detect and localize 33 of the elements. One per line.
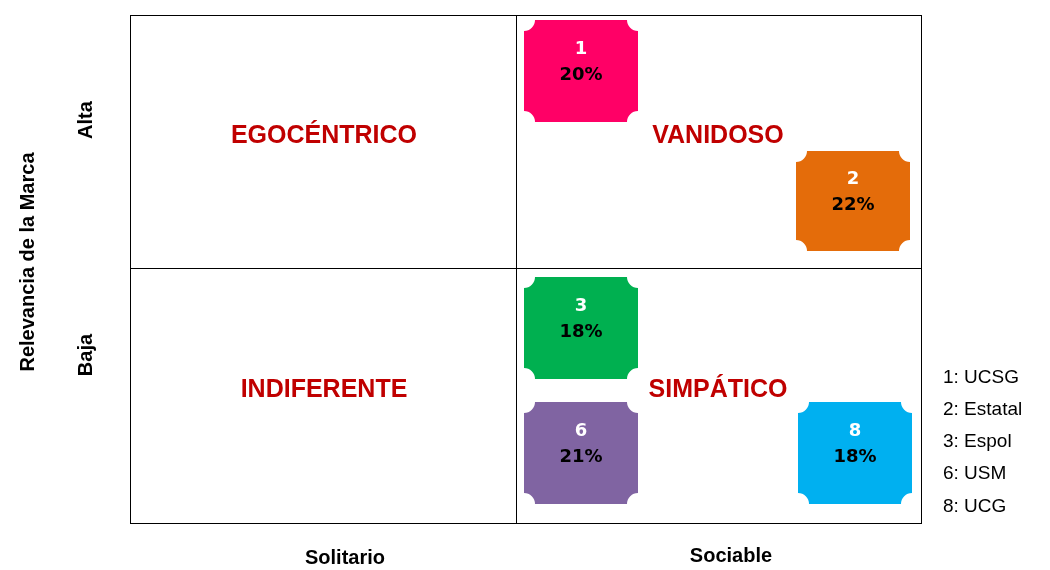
percentage-value: 20% xyxy=(558,63,604,84)
quadrant-cell xyxy=(130,268,518,524)
key-entry: 2: Estatal xyxy=(943,398,1023,420)
axis-label: Alta xyxy=(73,101,97,139)
axis-label: Sociable xyxy=(689,543,773,567)
quadrant-cell xyxy=(516,15,922,270)
quadrant-title: EGOCÉNTRICO xyxy=(230,119,418,149)
percentage-value: 21% xyxy=(558,445,604,466)
quadrant-cell xyxy=(130,15,518,270)
quadrant-cell xyxy=(516,268,922,524)
axis-label: Solitario xyxy=(305,545,385,569)
key-entry: 6: USM xyxy=(943,462,1007,484)
quadrant-title: VANIDOSO xyxy=(652,119,784,149)
rank-number: 1 xyxy=(573,37,589,58)
rank-badge xyxy=(524,20,638,122)
percentage-value: 18% xyxy=(558,320,604,341)
axis-title: Relevancia de la Marca xyxy=(15,152,39,372)
rank-badge xyxy=(798,402,912,504)
percentage-value: 22% xyxy=(830,193,876,214)
rank-badge xyxy=(796,151,910,251)
quadrant-title: SIMPÁTICO xyxy=(648,373,788,403)
key-entry: 3: Espol xyxy=(943,430,1012,452)
quadrant-title: INDIFERENTE xyxy=(240,373,408,403)
rank-number: 6 xyxy=(573,419,589,440)
key-entry: 8: UCG xyxy=(943,495,1007,517)
percentage-value: 18% xyxy=(832,445,878,466)
rank-number: 8 xyxy=(847,419,863,440)
rank-number: 3 xyxy=(573,294,589,315)
key-entry: 1: UCSG xyxy=(943,366,1020,388)
rank-number: 2 xyxy=(845,167,861,188)
axis-label: Baja xyxy=(73,333,97,377)
rank-badge xyxy=(524,277,638,379)
rank-badge xyxy=(524,402,638,504)
